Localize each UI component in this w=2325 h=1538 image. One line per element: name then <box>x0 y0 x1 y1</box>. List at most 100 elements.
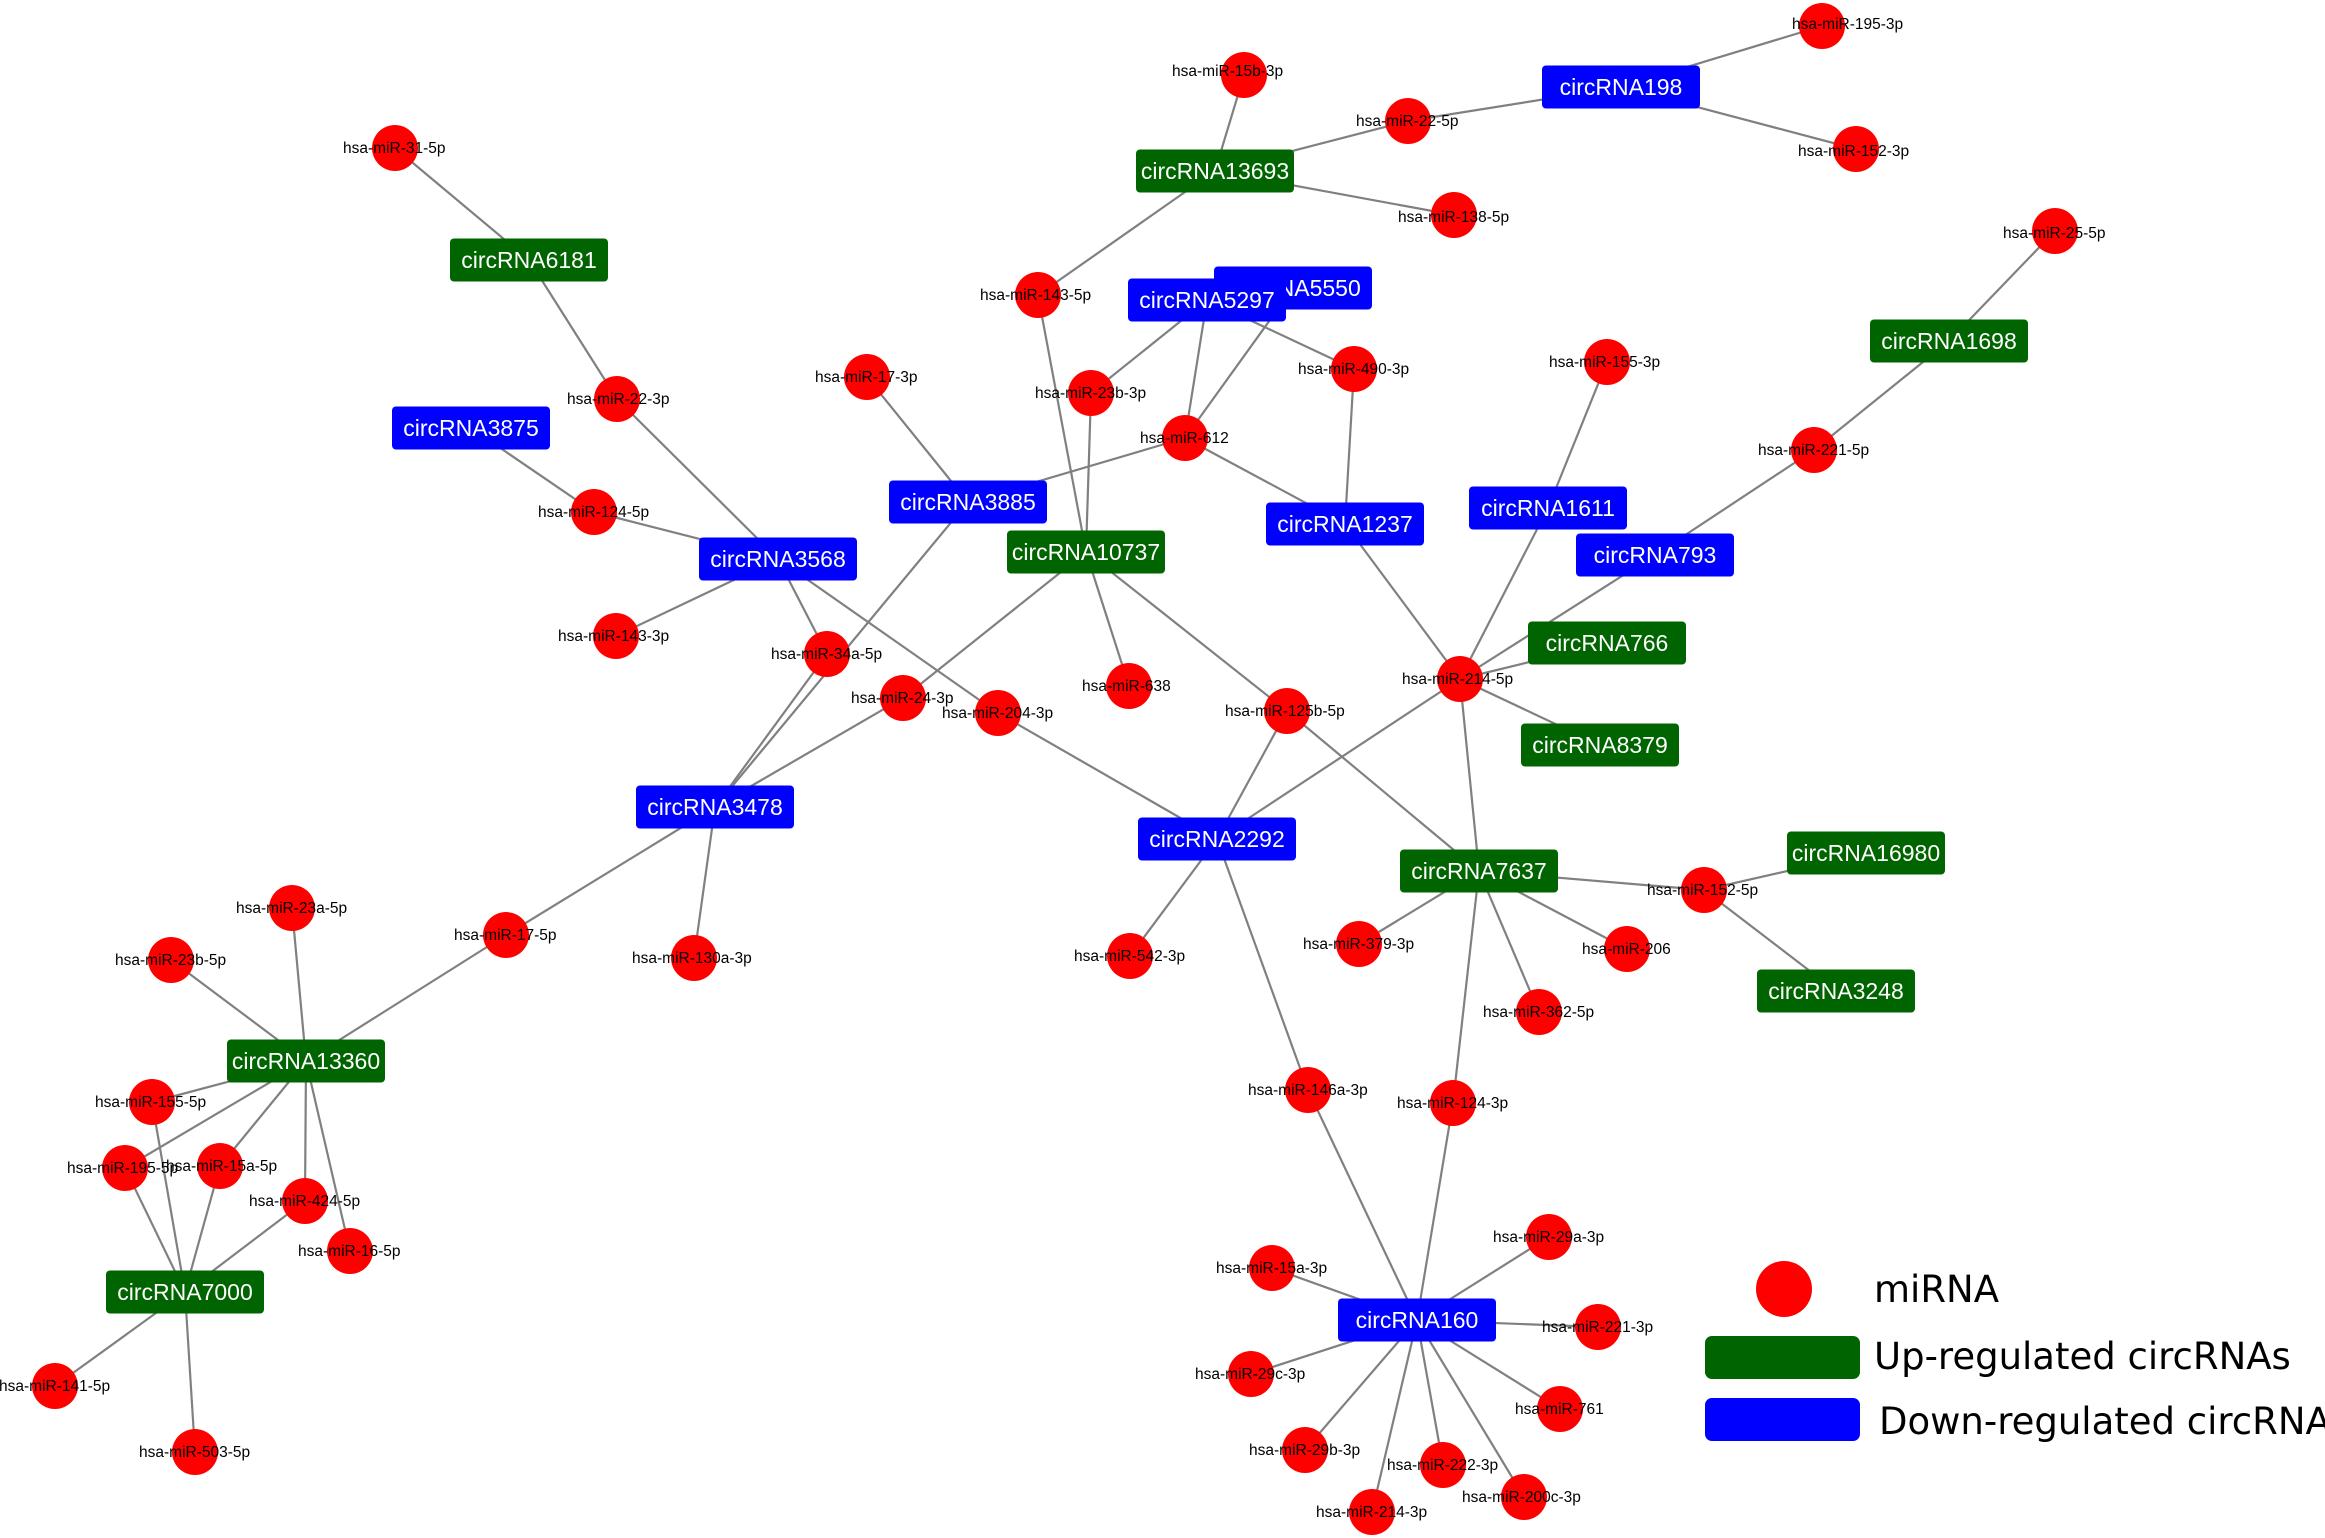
mirna-node-m542_3p[interactable]: hsa-miR-542-3p <box>1074 933 1185 979</box>
edge-c13360-m424_5p <box>303 1060 308 1202</box>
circrna-node-c3885[interactable]: circRNA3885 <box>889 480 1047 524</box>
mirna-node-m23b_5p[interactable]: hsa-miR-23b-5p <box>115 937 226 983</box>
circrna-node-c7637[interactable]: circRNA7637 <box>1400 849 1558 893</box>
mirna-node-m195_3p[interactable]: hsa-miR-195-3p <box>1792 3 1903 49</box>
mirna-node-m152_5p[interactable]: hsa-miR-152-5p <box>1647 867 1758 913</box>
mirna-node-m152_3p[interactable]: hsa-miR-152-3p <box>1798 126 1909 172</box>
mirna-circle <box>1604 926 1650 972</box>
mirna-label: hsa-miR-16-5p <box>298 1243 401 1260</box>
mirna-node-m34a_5p[interactable]: hsa-miR-34a-5p <box>771 631 882 677</box>
circrna-node-c3875[interactable]: circRNA3875 <box>392 406 550 450</box>
mirna-node-m612[interactable]: hsa-miR-612 <box>1140 415 1229 461</box>
mirna-node-m22_5p[interactable]: hsa-miR-22-5p <box>1356 98 1459 144</box>
down-regulated-box <box>1576 533 1734 577</box>
mirna-node-m15b_3p[interactable]: hsa-miR-15b-3p <box>1172 52 1283 98</box>
mirna-node-m125b_5p[interactable]: hsa-miR-125b-5p <box>1225 688 1345 734</box>
mirna-node-m761[interactable]: hsa-miR-761 <box>1515 1386 1604 1432</box>
circrna-node-c8379[interactable]: circRNA8379 <box>1521 723 1679 767</box>
mirna-node-m221_3p[interactable]: hsa-miR-221-3p <box>1542 1304 1653 1350</box>
mirna-circle <box>1526 1214 1572 1260</box>
mirna-node-m17_5p[interactable]: hsa-miR-17-5p <box>454 912 557 958</box>
circrna-node-c3248[interactable]: circRNA3248 <box>1757 969 1915 1013</box>
mirna-node-m24_3p[interactable]: hsa-miR-24-3p <box>851 675 954 721</box>
mirna-node-m206[interactable]: hsa-miR-206 <box>1582 926 1671 972</box>
edge-c160-m146a_3p <box>1307 1089 1418 1321</box>
mirna-node-m362_5p[interactable]: hsa-miR-362-5p <box>1483 989 1594 1035</box>
mirna-node-m124_5p[interactable]: hsa-miR-124-5p <box>538 489 649 535</box>
mirna-node-m141_5p[interactable]: hsa-miR-141-5p <box>0 1363 110 1409</box>
mirna-node-m222_3p[interactable]: hsa-miR-222-3p <box>1387 1442 1498 1488</box>
circrna-node-c6181[interactable]: circRNA6181 <box>450 238 608 282</box>
circrna-node-c7000[interactable]: circRNA7000 <box>106 1270 264 1314</box>
mirna-node-m130a_3p[interactable]: hsa-miR-130a-3p <box>632 935 752 981</box>
mirna-node-m424_5p[interactable]: hsa-miR-424-5p <box>249 1178 360 1224</box>
mirna-node-m638[interactable]: hsa-miR-638 <box>1082 663 1171 709</box>
mirna-node-m195_5p[interactable]: hsa-miR-195-5p <box>67 1145 178 1191</box>
mirna-node-m124_3p[interactable]: hsa-miR-124-3p <box>1397 1080 1508 1126</box>
mirna-label: hsa-miR-221-3p <box>1542 1319 1653 1336</box>
circrna-node-c766[interactable]: circRNA766 <box>1528 621 1686 665</box>
mirna-circle <box>1385 98 1431 144</box>
edge-c7637-m362_5p <box>1477 870 1541 1013</box>
mirna-node-m17_3p[interactable]: hsa-miR-17-3p <box>815 354 918 400</box>
mirna-node-m155_5p[interactable]: hsa-miR-155-5p <box>95 1079 206 1125</box>
circrna-node-c3568[interactable]: circRNA3568 <box>699 537 857 581</box>
circrna-node-c3478[interactable]: circRNA3478 <box>636 785 794 829</box>
edge-c3568-m204_3p <box>777 558 999 714</box>
circrna-node-c13693[interactable]: circRNA13693 <box>1136 149 1294 193</box>
mirna-node-m379_3p[interactable]: hsa-miR-379-3p <box>1303 921 1414 967</box>
nodes-layer: hsa-miR-195-3p hsa-miR-15b-3p hsa-miR-22-5… <box>0 3 2106 1535</box>
mirna-node-m16_5p[interactable]: hsa-miR-16-5p <box>298 1228 401 1274</box>
mirna-node-m204_3p[interactable]: hsa-miR-204-3p <box>942 690 1053 736</box>
down-regulated-box <box>1469 486 1627 530</box>
circrna-node-c13360[interactable]: circRNA13360 <box>227 1039 385 1083</box>
mirna-node-m15a_5p[interactable]: hsa-miR-15a-5p <box>166 1143 277 1189</box>
mirna-node-m200c_3p[interactable]: hsa-miR-200c-3p <box>1462 1474 1581 1520</box>
mirna-circle <box>102 1145 148 1191</box>
circrna-node-c1237[interactable]: circRNA1237 <box>1266 502 1424 546</box>
mirna-node-m221_5p[interactable]: hsa-miR-221-5p <box>1758 427 1869 473</box>
mirna-circle <box>148 937 194 983</box>
mirna-node-m25_5p[interactable]: hsa-miR-25-5p <box>2003 208 2106 254</box>
mirna-node-m23b_3p[interactable]: hsa-miR-23b-3p <box>1035 370 1146 416</box>
circrna-label: circRNA3478 <box>647 794 783 820</box>
mirna-circle <box>1430 1080 1476 1126</box>
circrna-node-c5297[interactable]: circRNA5297 <box>1128 278 1286 322</box>
mirna-node-m29a_3p[interactable]: hsa-miR-29a-3p <box>1493 1214 1604 1260</box>
mirna-node-m490_3p[interactable]: hsa-miR-490-3p <box>1298 346 1409 392</box>
mirna-node-m503_5p[interactable]: hsa-miR-503-5p <box>139 1429 250 1475</box>
mirna-node-m23a_5p[interactable]: hsa-miR-23a-5p <box>236 885 347 931</box>
mirna-node-m146a_3p[interactable]: hsa-miR-146a-3p <box>1248 1067 1368 1113</box>
circrna-node-c2292[interactable]: circRNA2292 <box>1138 817 1296 861</box>
circrna-node-c1611[interactable]: circRNA1611 <box>1469 486 1627 530</box>
up-regulated-box <box>1521 723 1679 767</box>
circrna-node-c160[interactable]: circRNA160 <box>1338 1298 1496 1342</box>
mirna-node-m29c_3p[interactable]: hsa-miR-29c-3p <box>1195 1351 1305 1397</box>
circrna-node-c10737[interactable]: circRNA10737 <box>1007 530 1165 574</box>
edge-c2292-m214_5p <box>1216 678 1461 840</box>
up-regulated-box <box>1528 621 1686 665</box>
mirna-node-m15a_3p[interactable]: hsa-miR-15a-3p <box>1216 1245 1327 1291</box>
mirna-label: hsa-miR-490-3p <box>1298 361 1409 378</box>
up-regulated-box <box>450 238 608 282</box>
mirna-label: hsa-miR-29a-3p <box>1493 1229 1604 1246</box>
mirna-circle <box>1437 656 1483 702</box>
mirna-node-m143_3p[interactable]: hsa-miR-143-3p <box>558 613 669 659</box>
mirna-node-m22_3p[interactable]: hsa-miR-22-3p <box>567 376 670 422</box>
circrna-node-c1698[interactable]: circRNA1698 <box>1870 319 2028 363</box>
edge-c3478-m34a_5p <box>714 653 828 808</box>
circrna-node-c793[interactable]: circRNA793 <box>1576 533 1734 577</box>
mirna-node-m155_3p[interactable]: hsa-miR-155-3p <box>1549 339 1660 385</box>
mirna-circle <box>1349 1489 1395 1535</box>
mirna-node-m29b_3p[interactable]: hsa-miR-29b-3p <box>1249 1427 1360 1473</box>
mirna-node-m214_5p[interactable]: hsa-miR-214-5p <box>1402 656 1513 702</box>
mirna-node-m214_3p[interactable]: hsa-miR-214-3p <box>1316 1489 1427 1535</box>
mirna-label: hsa-miR-761 <box>1515 1401 1604 1418</box>
mirna-circle <box>1264 688 1310 734</box>
mirna-node-m143_5p[interactable]: hsa-miR-143-5p <box>980 272 1091 318</box>
circrna-node-c16980[interactable]: circRNA16980 <box>1787 831 1945 875</box>
circrna-node-c198[interactable]: circRNA198 <box>1542 65 1700 109</box>
mirna-node-m138_5p[interactable]: hsa-miR-138-5p <box>1398 192 1509 238</box>
mirna-circle <box>1575 1304 1621 1350</box>
mirna-node-m31_5p[interactable]: hsa-miR-31-5p <box>343 125 446 171</box>
